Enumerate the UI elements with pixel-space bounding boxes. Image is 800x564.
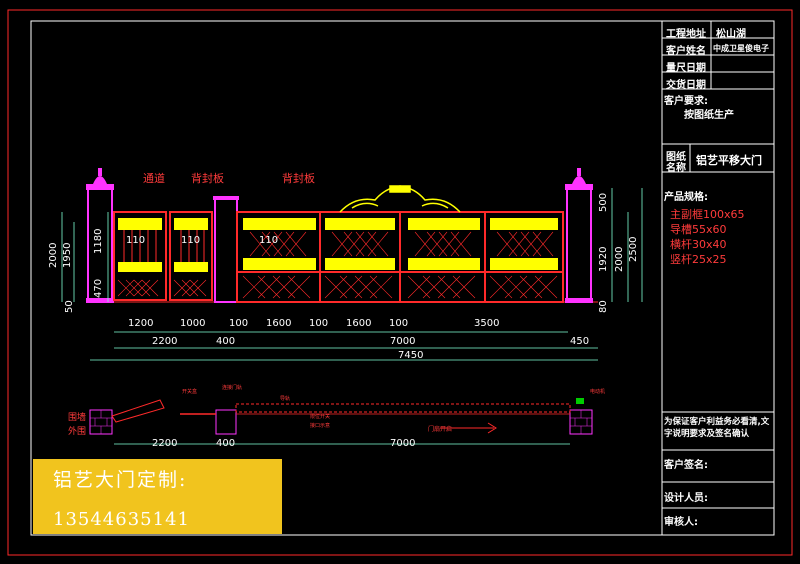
drawing-name-label: 名称: [666, 163, 686, 174]
outer-border: [7, 9, 793, 556]
dim-7000: 7000: [390, 336, 416, 347]
reviewer-label: 审核人:: [664, 517, 698, 528]
sliding-gate-lattice: [242, 231, 558, 299]
side-gate-lattice: [117, 279, 207, 297]
dim-right-80: 80: [598, 300, 609, 313]
dim-right-2500: 2500: [628, 236, 639, 262]
dim-1000: 1000: [180, 318, 206, 329]
notice-text: 为保证客户利益务必看清,文字说明要求及签名确认: [664, 417, 770, 439]
promo-banner: 铝艺大门定制: 13544635141: [33, 459, 282, 534]
dim-100: 100: [229, 318, 249, 329]
label-back-panel-2: 背封板: [282, 172, 315, 185]
dim-left-50: 50: [64, 300, 75, 313]
spec-item: 竖杆25x25: [670, 253, 727, 266]
dim-400: 400: [216, 336, 236, 347]
left-pillar: [86, 168, 114, 303]
plan-dim-400: 400: [216, 438, 236, 449]
dim-right-500: 500: [598, 192, 609, 212]
spec-heading: 产品规格:: [664, 192, 708, 203]
plan-label-outside: 外围: [68, 427, 87, 437]
drawing-name-label: 图纸: [666, 152, 686, 163]
project-location-value: 松山湖: [716, 29, 746, 40]
drawing-name-value: 铝艺平移大门: [696, 154, 762, 167]
dim-2200: 2200: [152, 336, 178, 347]
dim-left-470: 470: [93, 278, 104, 298]
client-sign-label: 客户签名:: [664, 460, 708, 471]
measure-date-label: 量尺日期: [666, 63, 706, 74]
dim-3500: 3500: [474, 318, 500, 329]
dim-right-2000: 2000: [614, 246, 625, 272]
title-block-grid: [661, 21, 774, 535]
dim-450: 450: [570, 336, 590, 347]
plan-label-wall: 围墙: [68, 413, 87, 423]
spec-item: 导槽55x60: [670, 223, 727, 236]
dim-100: 100: [389, 318, 409, 329]
dim-right-1920: 1920: [598, 246, 609, 272]
dim-1600: 1600: [266, 318, 292, 329]
side-gate-panels: [118, 218, 208, 272]
spec-item: 横杆30x40: [670, 238, 727, 251]
plan-dim-7000: 7000: [390, 438, 416, 449]
client-request-label: 客户要求:: [664, 96, 708, 107]
label-passage: 通道: [143, 172, 165, 185]
panel-mark: 110: [259, 235, 279, 246]
side-gate: [113, 211, 213, 301]
svg-text:接口示意: 接口示意: [310, 422, 330, 429]
client-name-value: 中成卫星俊电子: [713, 44, 769, 53]
svg-text:连接门轨: 连接门轨: [222, 384, 242, 391]
side-gate-bars: [123, 230, 205, 262]
panel-mark: 110: [181, 235, 201, 246]
sliding-gate: [236, 211, 564, 303]
svg-text:电动机: 电动机: [590, 388, 605, 395]
promo-title: 铝艺大门定制:: [53, 469, 188, 491]
delivery-date-label: 交货日期: [666, 80, 706, 91]
dim-left-1180: 1180: [93, 228, 104, 254]
project-location-label: 工程地址: [666, 29, 706, 40]
designer-label: 设计人员:: [664, 493, 708, 504]
dim-left-2000: 2000: [48, 242, 59, 268]
plan-view: 开关盒 连接门轨 导轨 限位开关 接口示意 电动机: [89, 384, 605, 445]
dim-total: 7450: [398, 350, 424, 361]
client-name-label: 客户姓名: [666, 46, 706, 57]
right-pillar: [565, 168, 593, 303]
sliding-gate-panels: [243, 218, 558, 270]
label-back-panel-1: 背封板: [191, 172, 224, 185]
svg-text:导轨: 导轨: [280, 395, 290, 402]
dim-left-1950: 1950: [62, 242, 73, 268]
client-request-value: 按图纸生产: [684, 110, 734, 121]
dim-1200: 1200: [128, 318, 154, 329]
gate-crest: [339, 185, 461, 213]
promo-phone: 13544635141: [53, 509, 190, 530]
plan-dim-2200: 2200: [152, 438, 178, 449]
panel-mark: 110: [126, 235, 146, 246]
dim-1600: 1600: [346, 318, 372, 329]
dimension-lines: [61, 188, 643, 361]
plan-direction: 门扇开启: [428, 426, 453, 433]
svg-text:限位开关: 限位开关: [310, 413, 330, 420]
svg-text:开关盒: 开关盒: [182, 388, 197, 395]
dim-100: 100: [309, 318, 329, 329]
inner-border: [30, 20, 775, 536]
spec-item: 主副框100x65: [670, 208, 745, 221]
middle-post: [213, 196, 239, 303]
